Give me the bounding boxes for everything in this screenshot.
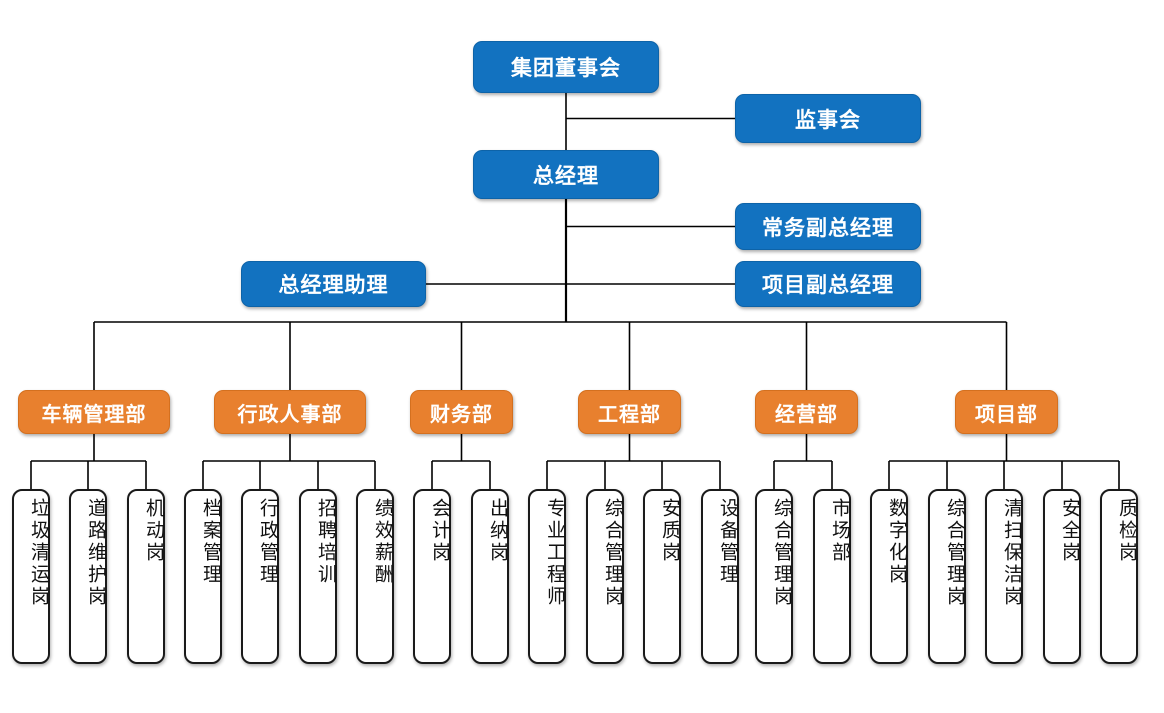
exec-box-supervisory-label: 监事会: [795, 107, 861, 132]
post-box-finance-1[interactable]: 出纳岗: [471, 489, 509, 664]
exec-box-supervisory[interactable]: 监事会: [735, 94, 921, 143]
exec-box-board-label: 集团董事会: [511, 56, 621, 80]
department-box-finance[interactable]: 财务部: [410, 390, 513, 434]
post-box-project-1-label: 综合管理岗: [944, 498, 966, 608]
post-box-engineering-1-label: 综合管理岗: [602, 498, 624, 608]
department-box-project-label: 项目部: [975, 401, 1038, 426]
post-box-vehicle-management-1-label: 道路维护岗: [85, 498, 107, 608]
post-box-project-3-label: 安全岗: [1059, 498, 1081, 564]
post-box-engineering-3[interactable]: 设备管理: [701, 489, 739, 664]
post-box-administration-hr-3-label: 绩效薪酬: [372, 498, 394, 586]
post-box-operations-1-label: 市场部: [829, 498, 851, 564]
post-box-project-2-label: 清扫保洁岗: [1001, 498, 1023, 608]
exec-box-general-manager[interactable]: 总经理: [473, 150, 659, 199]
exec-box-assistant-label: 总经理助理: [278, 273, 389, 297]
exec-box-project-deputy-label: 项目副总经理: [762, 273, 894, 297]
post-box-engineering-3-label: 设备管理: [717, 498, 739, 586]
post-box-vehicle-management-0-label: 垃圾清运岗: [28, 498, 50, 608]
post-box-engineering-2-label: 安质岗: [659, 498, 681, 564]
department-box-engineering[interactable]: 工程部: [578, 390, 681, 434]
post-box-vehicle-management-2-label: 机动岗: [143, 498, 165, 564]
department-box-vehicle-management-label: 车辆管理部: [41, 401, 147, 426]
post-box-administration-hr-1[interactable]: 行政管理: [241, 489, 279, 664]
post-box-administration-hr-2-label: 招聘培训: [315, 498, 337, 586]
post-box-administration-hr-0-label: 档案管理: [200, 498, 222, 586]
post-box-project-3[interactable]: 安全岗: [1043, 489, 1081, 664]
exec-box-project-deputy[interactable]: 项目副总经理: [735, 261, 921, 307]
department-box-finance-label: 财务部: [430, 401, 493, 426]
department-box-operations[interactable]: 经营部: [755, 390, 858, 434]
post-box-engineering-0-label: 专业工程师: [544, 498, 566, 608]
post-box-finance-0[interactable]: 会计岗: [413, 489, 451, 664]
post-box-project-1[interactable]: 综合管理岗: [928, 489, 966, 664]
department-box-operations-label: 经营部: [775, 401, 838, 426]
post-box-operations-0[interactable]: 综合管理岗: [755, 489, 793, 664]
department-box-administration-hr-label: 行政人事部: [237, 401, 343, 426]
post-box-project-4-label: 质检岗: [1116, 498, 1138, 564]
post-box-project-2[interactable]: 清扫保洁岗: [985, 489, 1023, 664]
post-box-engineering-2[interactable]: 安质岗: [643, 489, 681, 664]
post-box-administration-hr-1-label: 行政管理: [257, 498, 279, 586]
post-box-project-4[interactable]: 质检岗: [1100, 489, 1138, 664]
post-box-administration-hr-2[interactable]: 招聘培训: [299, 489, 337, 664]
exec-box-executive-deputy[interactable]: 常务副总经理: [735, 203, 921, 250]
post-box-vehicle-management-2[interactable]: 机动岗: [127, 489, 165, 664]
exec-box-board[interactable]: 集团董事会: [473, 41, 659, 93]
department-box-engineering-label: 工程部: [598, 401, 661, 426]
post-box-operations-0-label: 综合管理岗: [771, 498, 793, 608]
post-box-vehicle-management-1[interactable]: 道路维护岗: [69, 489, 107, 664]
post-box-project-0-label: 数字化岗: [886, 498, 908, 586]
department-box-project[interactable]: 项目部: [955, 390, 1058, 434]
post-box-administration-hr-0[interactable]: 档案管理: [184, 489, 222, 664]
exec-box-executive-deputy-label: 常务副总经理: [762, 215, 894, 240]
post-box-vehicle-management-0[interactable]: 垃圾清运岗: [12, 489, 50, 664]
exec-box-assistant[interactable]: 总经理助理: [241, 261, 426, 307]
department-box-vehicle-management[interactable]: 车辆管理部: [18, 390, 170, 434]
post-box-operations-1[interactable]: 市场部: [813, 489, 851, 664]
post-box-engineering-0[interactable]: 专业工程师: [528, 489, 566, 664]
exec-box-general-manager-label: 总经理: [533, 163, 599, 188]
post-box-engineering-1[interactable]: 综合管理岗: [586, 489, 624, 664]
post-box-project-0[interactable]: 数字化岗: [870, 489, 908, 664]
post-box-administration-hr-3[interactable]: 绩效薪酬: [356, 489, 394, 664]
department-box-administration-hr[interactable]: 行政人事部: [214, 390, 366, 434]
post-box-finance-1-label: 出纳岗: [487, 498, 509, 564]
post-box-finance-0-label: 会计岗: [429, 498, 451, 564]
